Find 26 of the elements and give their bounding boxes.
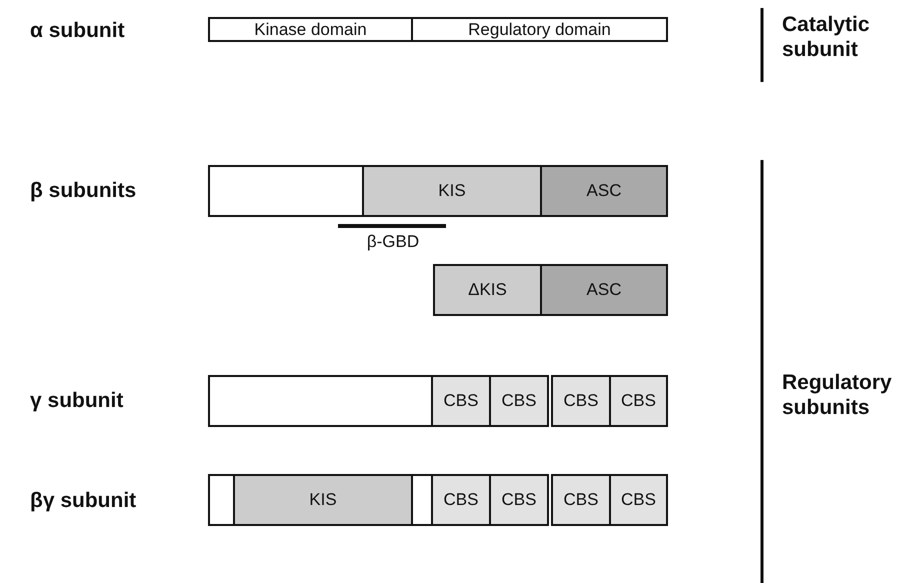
domain-box: CBS [489,375,549,427]
domain-box: ASC [540,264,668,316]
domain-box: ASC [540,165,668,217]
domain-box [208,165,364,217]
domain-box: Regulatory domain [411,17,668,42]
group-label: Regulatory subunits [782,370,893,420]
domain-box: KIS [362,165,542,217]
domain-box: CBS [551,474,611,526]
domain-box: CBS [609,375,668,427]
domain-box: CBS [431,375,491,427]
domain-box: KIS [233,474,413,526]
domain-box: ΔKIS [433,264,542,316]
domain-label: β-GBD [366,232,420,252]
domain-box: CBS [551,375,611,427]
domain-box: Kinase domain [208,17,413,42]
domain-box [208,375,433,427]
domain-box [208,474,235,526]
row-label: α subunit [30,18,126,43]
domain-box: CBS [609,474,668,526]
row-label: γ subunit [30,388,124,413]
domain-box: CBS [431,474,491,526]
domain-box [411,474,433,526]
row-label: βγ subunit [30,488,138,513]
row-label: β subunits [30,178,138,203]
group-label: Catalytic subunit [782,12,871,62]
domain-box: CBS [489,474,549,526]
